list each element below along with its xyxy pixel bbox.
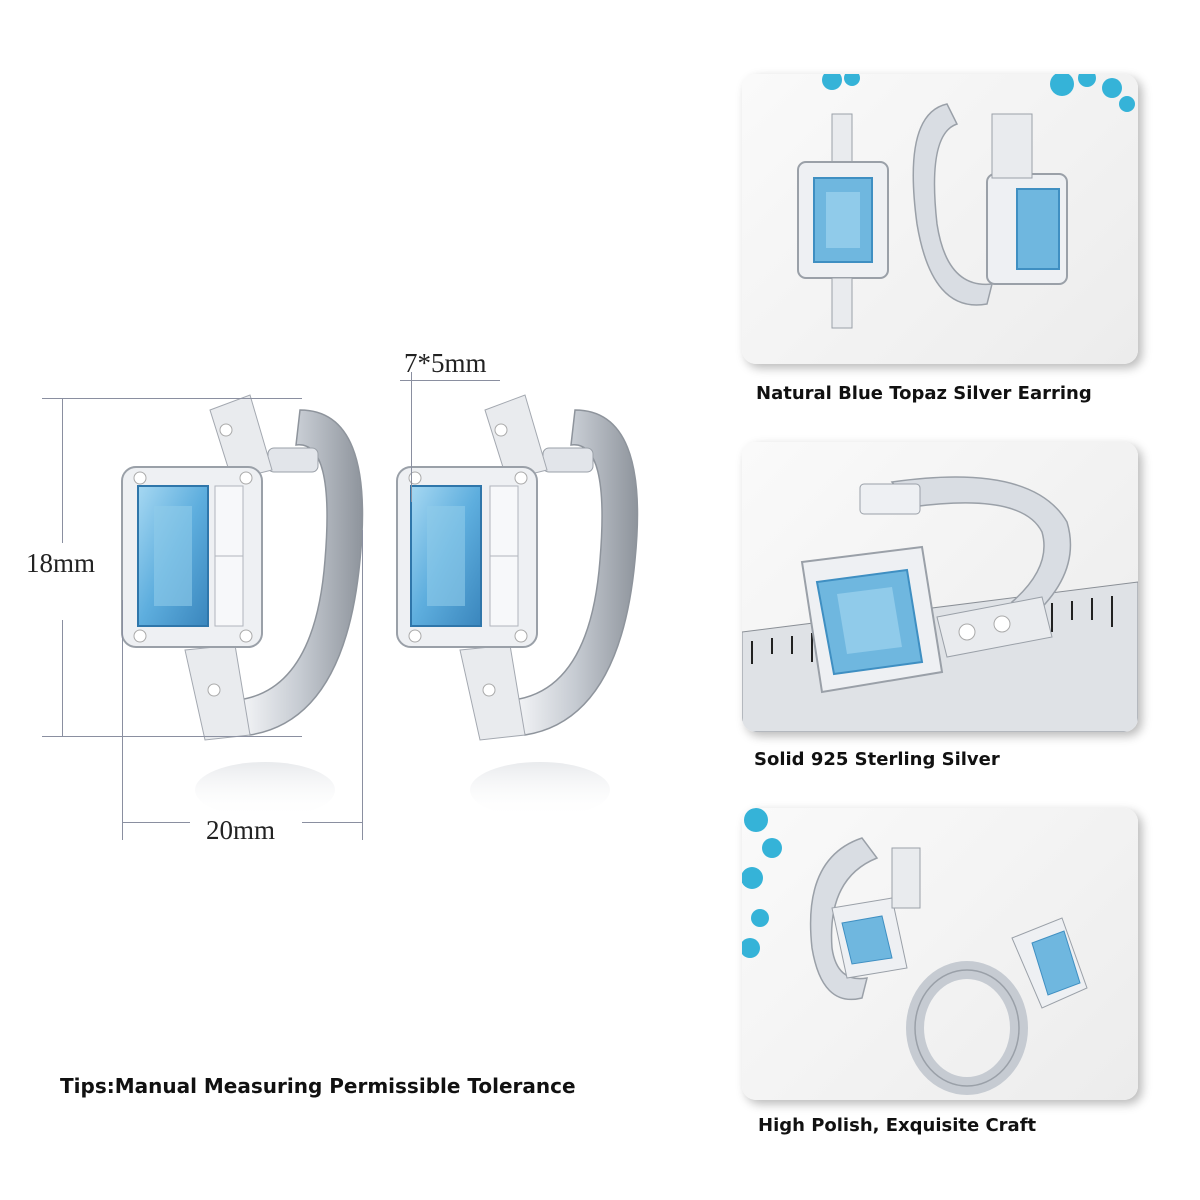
product-card-3 <box>742 808 1138 1100</box>
height-line-top-tick <box>42 398 302 399</box>
stone-size-label: 7*5mm <box>404 348 487 378</box>
earring-right <box>396 394 639 818</box>
stone-line-vertical <box>411 372 412 502</box>
height-label: 18mm <box>26 548 96 578</box>
flower-decoration <box>742 808 782 958</box>
width-line-right-tick <box>362 530 363 840</box>
card-3-caption: High Polish, Exquisite Craft <box>758 1115 1037 1136</box>
product-photo-1 <box>797 74 1135 329</box>
earring-left <box>121 394 364 818</box>
height-line-upper <box>62 398 63 543</box>
dimension-diagram: 7*5mm 18mm 20mm <box>26 348 639 845</box>
card-2-caption: Solid 925 Sterling Silver <box>754 749 1000 770</box>
width-line-right <box>302 822 362 823</box>
flower-decoration <box>822 74 1135 112</box>
product-card-1 <box>742 74 1138 364</box>
stone-line-top <box>400 380 500 381</box>
tolerance-tips: Tips:Manual Measuring Permissible Tolera… <box>60 1074 576 1098</box>
width-line-left-tick <box>122 600 123 840</box>
width-label: 20mm <box>206 815 276 845</box>
product-card-2 <box>742 442 1138 732</box>
earrings-illustration <box>121 394 639 818</box>
height-line-lower <box>62 620 63 736</box>
width-line-left <box>122 822 190 823</box>
product-photo-2 <box>742 476 1138 732</box>
height-line-bottom-tick <box>42 736 302 737</box>
card-1-caption: Natural Blue Topaz Silver Earring <box>756 383 1092 404</box>
product-photo-3 <box>742 808 1088 1095</box>
